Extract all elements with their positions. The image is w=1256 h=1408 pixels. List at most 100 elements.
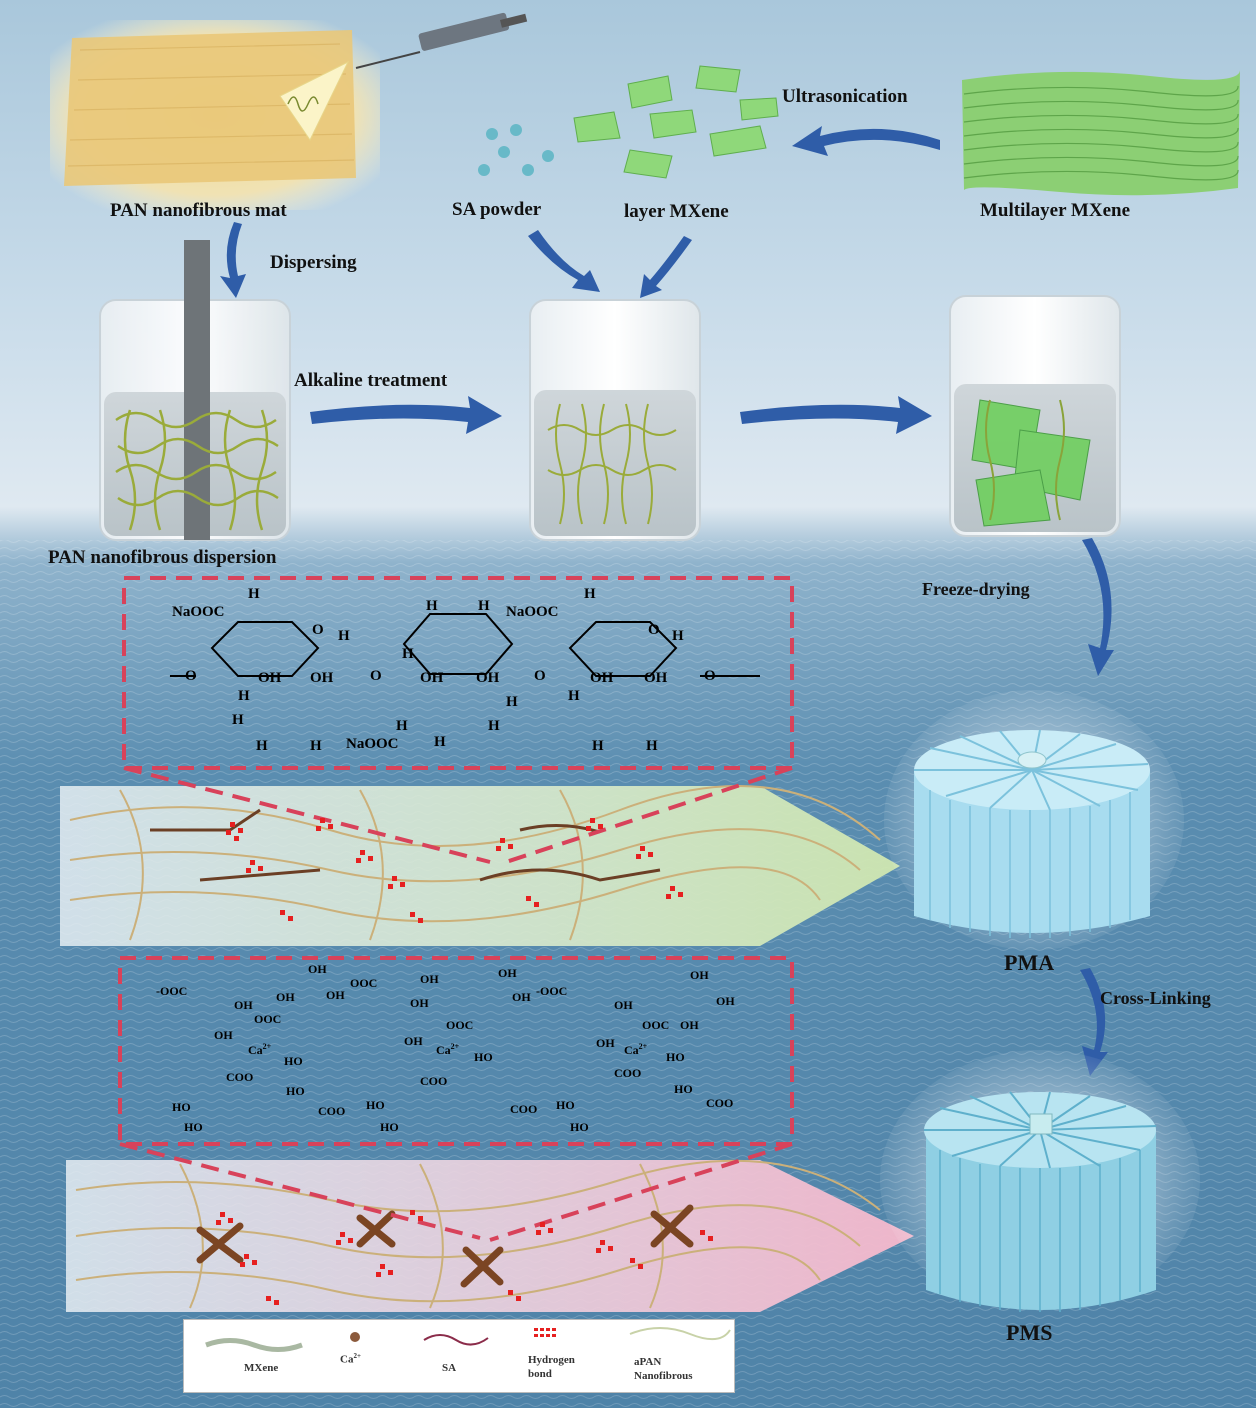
- chem2-t34: COO: [706, 1096, 734, 1110]
- chem2-t7: OH: [690, 968, 709, 982]
- legend-sa-label: SA: [442, 1362, 457, 1374]
- label-pms: PMS: [1006, 1320, 1053, 1345]
- chem2-ca-1: Ca2+: [248, 1042, 272, 1057]
- chem2-t9: OH: [276, 990, 295, 1004]
- label-pan-mat: PAN nanofibrous mat: [110, 200, 287, 221]
- chem2-t24: HO: [666, 1050, 685, 1064]
- chem2-t35: HO: [380, 1120, 399, 1134]
- chem2-t20: OH: [404, 1034, 423, 1048]
- fiber-band-2: [66, 1159, 914, 1312]
- chem-oh-3: OH: [420, 670, 444, 686]
- label-pan-dispersion: PAN nanofibrous dispersion: [48, 547, 277, 568]
- label-cross-linking: Cross-Linking: [1100, 988, 1211, 1008]
- chem2-t14: OH: [614, 998, 633, 1012]
- legend-apan-label-2: Nanofibrous: [634, 1370, 693, 1382]
- legend-mxene-label: MXene: [244, 1362, 279, 1374]
- chem2-t32: COO: [510, 1102, 538, 1116]
- chem-o-1: O: [312, 622, 324, 638]
- label-pma: PMA: [1004, 950, 1055, 975]
- pan-mat-graphic: [50, 12, 528, 210]
- chem2-t3: OOC: [350, 976, 378, 990]
- chem2-t22: HO: [284, 1054, 303, 1068]
- structure-box-1: [122, 576, 794, 770]
- chem-naooc-2: NaOOC: [506, 604, 559, 620]
- sa-chain-rings: [170, 613, 760, 677]
- label-alkaline-treatment: Alkaline treatment: [294, 370, 448, 391]
- chem-h-14: H: [488, 718, 500, 734]
- chem-h-4: H: [478, 598, 490, 614]
- chem-o-link-1: O: [370, 668, 382, 684]
- chem2-t13: OOC: [254, 1012, 282, 1026]
- chem-naooc-3: NaOOC: [346, 736, 399, 752]
- legend-apan-label-1: aPAN: [634, 1356, 662, 1368]
- pms-aerogel-graphic: [880, 1050, 1200, 1312]
- chem-h-8: H: [402, 646, 414, 662]
- chem2-t28: HO: [172, 1100, 191, 1114]
- chem-h-12: H: [310, 738, 322, 754]
- chem2-t26: COO: [420, 1074, 448, 1088]
- legend-hbond-label-1: Hydrogen: [528, 1354, 575, 1366]
- chem2-t2: OH: [308, 962, 327, 976]
- chem-h-11: H: [256, 738, 268, 754]
- chem-h-17: H: [592, 738, 604, 754]
- chem2-t29: HO: [184, 1120, 203, 1134]
- chem-h-16: H: [434, 734, 446, 750]
- label-sa-powder: SA powder: [452, 199, 542, 220]
- label-dispersing: Dispersing: [270, 252, 357, 273]
- chem2-t12: OH: [512, 990, 531, 1004]
- process-arrows: [220, 126, 1114, 1076]
- chem-h-1: H: [248, 586, 260, 602]
- chem-h-15: H: [396, 718, 408, 734]
- label-layer-mxene: layer MXene: [624, 201, 729, 222]
- chem-h-5: H: [584, 586, 596, 602]
- chem-h-3: H: [426, 598, 438, 614]
- legend-hbond-label-2: bond: [528, 1368, 552, 1380]
- chem2-t4: OH: [420, 972, 439, 986]
- beaker-3-graphic: [949, 295, 1121, 537]
- label-multilayer-mxene: Multilayer MXene: [980, 200, 1131, 221]
- chem-h-13: H: [506, 694, 518, 710]
- chem-oh-1: OH: [258, 670, 282, 686]
- chem2-t10: OH: [326, 988, 345, 1002]
- sa-powder-graphic: [478, 124, 554, 176]
- chem-h-2: H: [338, 628, 350, 644]
- chem-oh-4: OH: [476, 670, 500, 686]
- chem2-t27: COO: [614, 1066, 642, 1080]
- chem2-t21: OH: [596, 1036, 615, 1050]
- chem2-t18: OH: [680, 1018, 699, 1032]
- chem-h-18: H: [646, 738, 658, 754]
- beaker-2-graphic: [529, 299, 701, 541]
- chem2-t1: -OOC: [156, 984, 188, 998]
- chem2-t33: HO: [556, 1098, 575, 1112]
- chem-h-7: H: [238, 688, 250, 704]
- chem2-t15: OOC: [446, 1018, 474, 1032]
- chem-o-link-2: O: [534, 668, 546, 684]
- chem2-t30: COO: [318, 1104, 346, 1118]
- chem2-t36: HO: [570, 1120, 589, 1134]
- hydrogen-bond-marks: [216, 818, 713, 1305]
- chem-oh-2: OH: [310, 670, 334, 686]
- chem-o-right: O—: [704, 668, 731, 684]
- chem2-ca-2: Ca2+: [436, 1042, 460, 1057]
- chem2-t5: OH: [498, 966, 517, 980]
- structure-box-2: [118, 956, 794, 1146]
- chem-h-9: H: [568, 688, 580, 704]
- chem2-t31: HO: [366, 1098, 385, 1112]
- label-freeze-drying: Freeze-drying: [922, 579, 1030, 599]
- chem-naooc-1: NaOOC: [172, 604, 225, 620]
- chem2-t23: HO: [474, 1050, 493, 1064]
- chem2-t11: OH: [410, 996, 429, 1010]
- chem-oh-5: OH: [590, 670, 614, 686]
- chem2-t6: -OOC: [536, 984, 568, 998]
- beaker-1-graphic: [99, 240, 291, 541]
- chem-o-left: —O: [170, 668, 197, 684]
- fiber-band-1: [60, 785, 900, 946]
- chem-oh-6: OH: [644, 670, 668, 686]
- chem2-t16: OH: [716, 994, 735, 1008]
- multilayer-mxene-graphic: [962, 70, 1240, 196]
- chem2-t38: HO: [286, 1084, 305, 1098]
- chem2-t8: OH: [234, 998, 253, 1012]
- chem-o-2: O: [648, 622, 660, 638]
